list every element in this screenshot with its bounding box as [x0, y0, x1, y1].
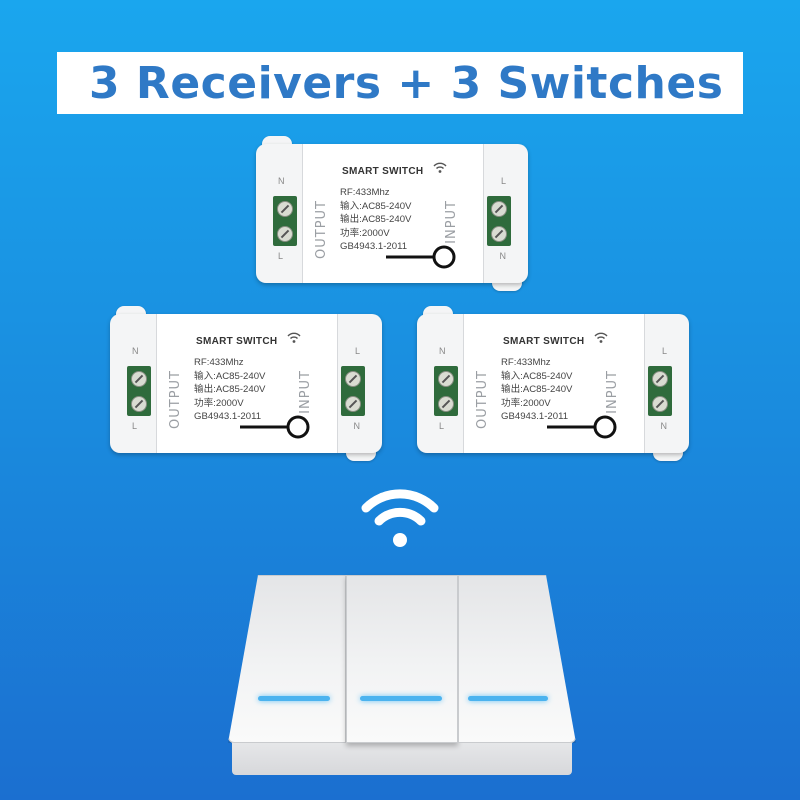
screw-icon	[131, 395, 147, 412]
screw-icon	[131, 370, 147, 387]
spec-line: RF:433Mhz	[194, 357, 244, 368]
spec-line: GB4943.1-2011	[340, 241, 408, 252]
terminal-n-label: N	[499, 251, 507, 261]
brand-label: SMART SWITCH	[503, 336, 585, 347]
wifi-icon	[287, 332, 301, 343]
wifi-icon	[594, 332, 608, 343]
screw-icon	[491, 225, 507, 242]
brand-label: SMART SWITCH	[342, 166, 424, 177]
screw-icon	[438, 395, 454, 412]
indicator-led-2	[360, 696, 442, 701]
input-label: INPUT	[605, 370, 620, 414]
receiver-module-left: N L L N SMART SWITCH RF:433Mhz 输入:AC85-2…	[110, 306, 382, 461]
input-label: INPUT	[298, 370, 313, 414]
pairing-button[interactable]	[386, 244, 456, 270]
spec-line: 输入:AC85-240V	[340, 200, 412, 212]
spec-list: RF:433Mhz 输入:AC85-240V 输出:AC85-240V 功率:2…	[194, 356, 265, 424]
spec-line: 功率:2000V	[194, 397, 244, 409]
terminal-l-label: L	[439, 421, 445, 431]
screw-icon	[345, 370, 361, 387]
screw-icon	[277, 225, 293, 242]
wifi-icon	[361, 489, 439, 547]
input-label: INPUT	[444, 200, 459, 244]
wifi-icon	[433, 162, 447, 173]
screw-icon	[652, 370, 668, 387]
indicator-led-3	[468, 696, 548, 701]
spec-list: RF:433Mhz 输入:AC85-240V 输出:AC85-240V 功率:2…	[501, 356, 572, 424]
spec-line: 输入:AC85-240V	[194, 370, 266, 382]
screw-icon	[491, 200, 507, 217]
page-title: 3 Receivers + 3 Switches	[89, 57, 724, 109]
terminal-n-label: N	[660, 421, 668, 431]
pairing-button[interactable]	[547, 414, 617, 440]
terminal-n-label: N	[353, 421, 361, 431]
screw-icon	[438, 370, 454, 387]
receiver-module-right: N L L N SMART SWITCH RF:433Mhz 输入:AC85-2…	[417, 306, 689, 461]
spec-line: RF:433Mhz	[340, 187, 390, 198]
terminal-n-label: N	[439, 346, 446, 356]
spec-line: 功率:2000V	[340, 227, 390, 239]
spec-line: 输出:AC85-240V	[194, 384, 266, 395]
output-terminal-block	[434, 366, 458, 416]
spec-line: 输出:AC85-240V	[340, 214, 412, 225]
title-banner: 3 Receivers + 3 Switches	[57, 52, 743, 114]
wall-switch-3-gang	[228, 575, 576, 775]
spec-line: 功率:2000V	[501, 397, 551, 409]
spec-line: 输入:AC85-240V	[501, 370, 573, 382]
input-terminal-block	[341, 366, 365, 416]
spec-line: GB4943.1-2011	[501, 411, 569, 422]
receiver-module-top: N L L N SMART SWITCH RF:433Mhz 输入:AC85-2…	[256, 136, 528, 291]
screw-icon	[277, 200, 293, 217]
spec-list: RF:433Mhz 输入:AC85-240V 输出:AC85-240V 功率:2…	[340, 186, 411, 254]
terminal-n-label: N	[132, 346, 139, 356]
output-label: OUTPUT	[314, 200, 329, 259]
screw-icon	[345, 395, 361, 412]
pairing-button[interactable]	[240, 414, 310, 440]
rocker-button-3[interactable]	[458, 575, 576, 743]
brand-label: SMART SWITCH	[196, 336, 278, 347]
input-terminal-block	[487, 196, 511, 246]
output-label: OUTPUT	[168, 370, 183, 429]
terminal-n-label: N	[278, 176, 285, 186]
spec-line: RF:433Mhz	[501, 357, 551, 368]
screw-icon	[652, 395, 668, 412]
terminal-l-label: L	[354, 346, 360, 356]
spec-line: GB4943.1-2011	[194, 411, 262, 422]
terminal-l-label: L	[661, 346, 667, 356]
output-terminal-block	[127, 366, 151, 416]
terminal-l-label: L	[278, 251, 284, 261]
spec-line: 输出:AC85-240V	[501, 384, 573, 395]
indicator-led-1	[258, 696, 330, 701]
terminal-l-label: L	[500, 176, 506, 186]
input-terminal-block	[648, 366, 672, 416]
terminal-l-label: L	[132, 421, 138, 431]
rocker-button-1[interactable]	[228, 575, 346, 743]
rocker-button-2[interactable]	[346, 575, 458, 743]
output-label: OUTPUT	[475, 370, 490, 429]
output-terminal-block	[273, 196, 297, 246]
